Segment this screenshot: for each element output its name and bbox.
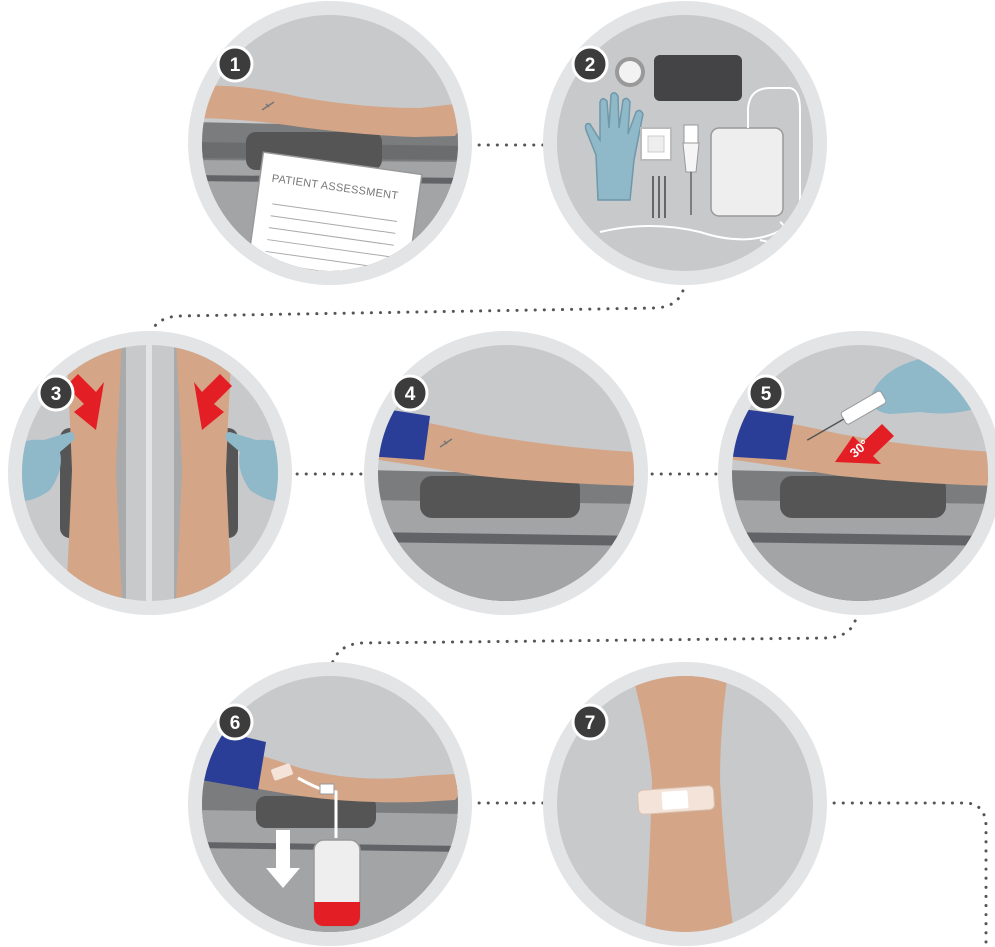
bandage-icon (637, 785, 714, 814)
blood-bag-icon (314, 840, 360, 926)
step-7-number: 7 (585, 713, 596, 734)
connector-7-end (825, 803, 986, 945)
step-5-number: 5 (761, 384, 772, 405)
step-1-number: 1 (230, 55, 241, 76)
step-4-number: 4 (405, 384, 416, 405)
step-5-needle-insertion: 30° 5 (718, 330, 995, 620)
step-2-supplies: 2 (543, 0, 827, 290)
step-1-patient-assessment: PATIENT ASSESSMENT 1 (188, 0, 472, 290)
step-7-bandage: 7 (543, 660, 827, 947)
step-6-number: 6 (230, 713, 241, 734)
step-4-tourniquet: 4 (364, 330, 648, 620)
step-3-number: 3 (51, 384, 62, 405)
connector-5-6 (330, 612, 857, 675)
tape-roll-icon (617, 59, 643, 85)
connector-2-3 (148, 282, 685, 345)
step-6-blood-collection: 6 (188, 660, 472, 947)
step-3-vein-selection: 3 (8, 330, 292, 620)
step-2-number: 2 (585, 55, 596, 76)
collection-bag-icon (711, 128, 783, 216)
tourniquet-band-icon (654, 55, 742, 101)
